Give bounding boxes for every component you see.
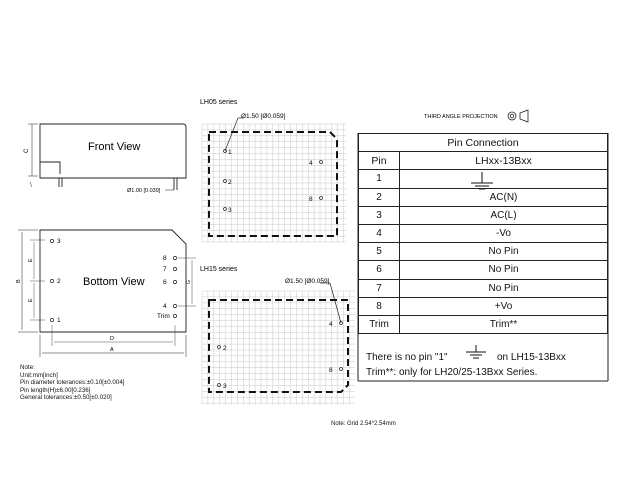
lh15-title: LH15 series (200, 266, 238, 273)
dim-b-label: B (16, 279, 22, 283)
pin-connection-title: Pin Connection (358, 132, 608, 153)
bottom-view-title: Bottom View (83, 276, 145, 288)
ground-cell (399, 169, 608, 189)
lh05-grid (201, 123, 346, 243)
bottom-pin-label-2: 2 (57, 278, 61, 285)
note-line: General tolerances:±0.50[±0.020] (20, 394, 112, 402)
bottom-pin-label-1: 1 (57, 317, 61, 324)
lh15-pin-2: 2 (223, 345, 227, 352)
col-pin-header: Pin (358, 151, 400, 171)
pin-note-1a: There is no pin "1" (366, 352, 448, 363)
front-view-drawing (28, 123, 187, 190)
bottom-pin-label-4: 4 (163, 303, 167, 310)
pin-note-1b: on LH15-13Bxx (497, 352, 566, 363)
dim-g-label: G (186, 280, 192, 284)
bottom-view-pins (50, 239, 177, 322)
bottom-view-drawing (18, 229, 196, 357)
bottom-pin-label-8: 8 (163, 255, 167, 262)
col-model-header: LHxx-13Bxx (399, 151, 608, 171)
lh05-pin-1: 1 (228, 149, 232, 156)
front-view-dim-c: C (24, 148, 30, 153)
lh05-pin-3: 3 (228, 207, 232, 214)
lh05-pin-4: 4 (309, 160, 313, 167)
notes-block: Note: Unit:mm[inch] Pin diameter toleran… (20, 364, 124, 402)
lh05-pin-8: 8 (309, 196, 313, 203)
note-line: Pin length(H)±6.00[0.236] (20, 386, 91, 394)
lh05-outline (208, 131, 338, 237)
front-view-pin-diameter: Ø1.00 [0.039] (127, 188, 161, 194)
lh15-outline (208, 299, 349, 393)
table-row: 1 (358, 169, 608, 189)
lh05-diameter: Ø1.50 [Ø0.059] (241, 113, 286, 120)
note-line: Pin diameter tolerances:±0.10[±0.004] (20, 379, 125, 387)
ground-icon-note (466, 345, 486, 359)
projection-label: THIRD ANGLE PROJECTION (424, 114, 498, 120)
notes-title: Note: (20, 364, 35, 371)
lh05-pin-2: 2 (228, 179, 232, 186)
dim-a-label: A (110, 347, 114, 353)
table-row: 8+Vo (358, 296, 608, 316)
lh15-diameter: Ø1.50 [Ø0.059] (285, 278, 330, 285)
grid-note: Note: Grid 2.54*2.54mm (331, 421, 396, 427)
bottom-pin-label-6: 6 (163, 279, 167, 286)
front-view-title: Front View (88, 141, 140, 153)
dim-e-label-1: E (28, 258, 34, 262)
lh15-grid (201, 290, 355, 405)
bottom-pin-label-7: 7 (163, 266, 167, 273)
third-angle-projection-icon (507, 109, 529, 123)
lh15-pin-3: 3 (223, 383, 227, 390)
dim-d-label: D (110, 336, 114, 342)
table-row: 4-Vo (358, 223, 608, 244)
note-line: Unit:mm[inch] (20, 371, 58, 379)
lh15-pin-4: 4 (329, 321, 333, 328)
pin-note-2: Trim**: only for LH20/25-13Bxx Series. (366, 367, 538, 378)
lh05-pins (223, 117, 323, 211)
bottom-pin-label-3: 3 (57, 238, 61, 245)
lh05-title: LH05 series (200, 99, 238, 106)
lh15-pin-8: 8 (329, 367, 333, 374)
lh15-pins (217, 282, 343, 387)
dim-e-label-2: E (28, 298, 34, 302)
bottom-pin-label-trim: Trim (157, 313, 170, 320)
